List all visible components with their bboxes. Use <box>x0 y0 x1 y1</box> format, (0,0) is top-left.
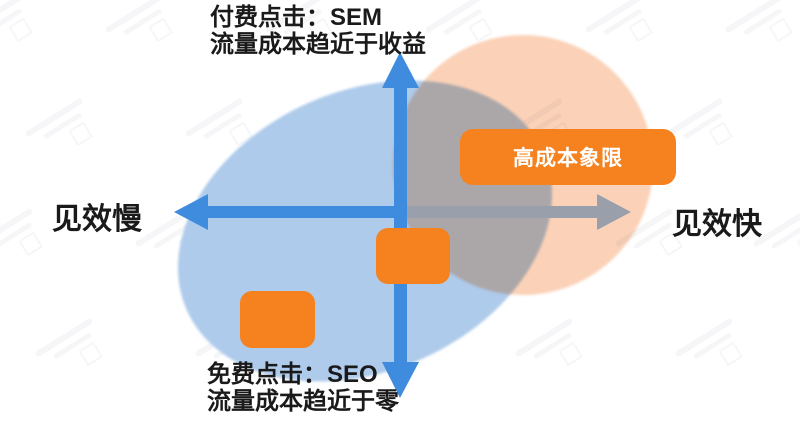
bottom-caption: 免费点击：SEO 流量成本趋近于零 <box>207 361 399 415</box>
bottom-caption-line2: 流量成本趋近于零 <box>207 388 399 415</box>
high-cost-quadrant-label: 高成本象限 <box>513 147 623 170</box>
x-axis-right-label: 见效快 <box>672 208 762 241</box>
x-axis-left-label: 见效慢 <box>52 203 142 236</box>
center-orange-box <box>376 228 450 284</box>
top-caption-line2: 流量成本趋近于收益 <box>210 31 426 58</box>
top-caption-line1: 付费点击：SEM <box>210 4 383 31</box>
y-axis <box>382 52 419 398</box>
top-caption: 付费点击：SEM 流量成本趋近于收益 <box>210 4 426 58</box>
lower-left-orange-box <box>240 291 315 348</box>
x-axis-right-arrow <box>401 194 631 230</box>
bottom-caption-line1: 免费点击：SEO <box>207 361 378 388</box>
x-axis-left-arrow <box>174 194 402 230</box>
high-cost-quadrant-box: 高成本象限 <box>460 129 676 185</box>
